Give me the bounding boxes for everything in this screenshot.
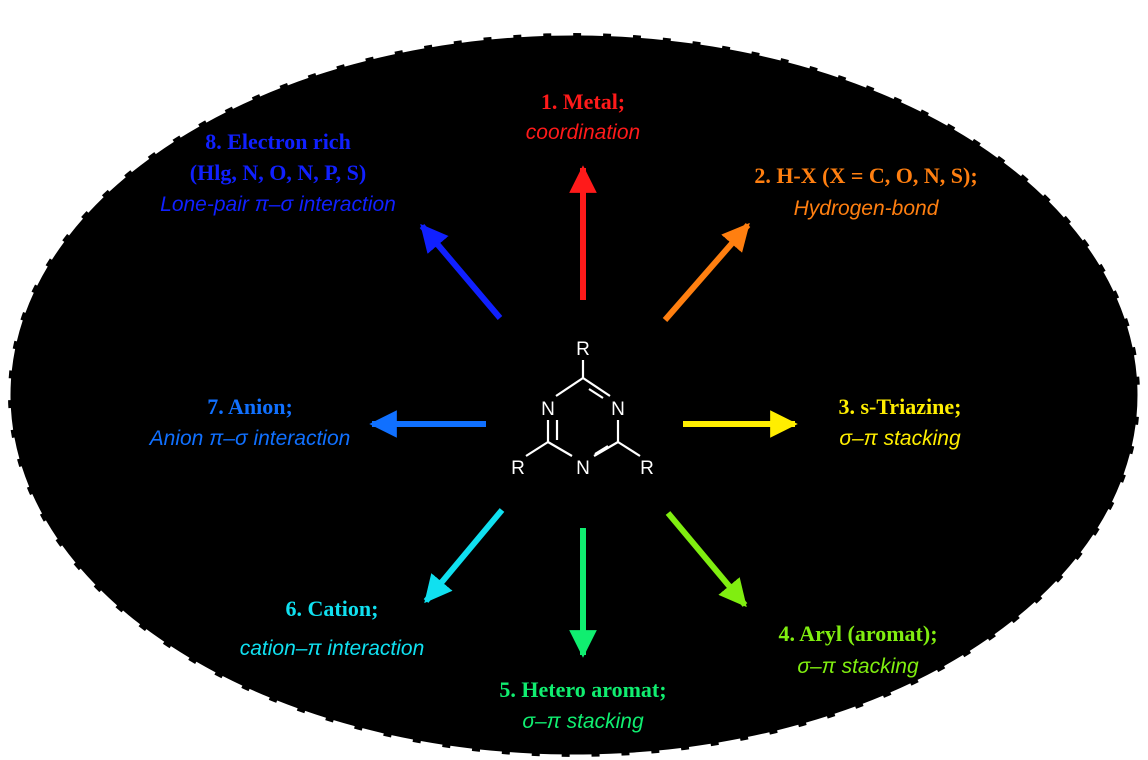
arrow-electron-rich <box>419 223 503 320</box>
label-s-triazine-title: 3. s-Triazine; <box>838 394 961 419</box>
bond <box>593 441 619 457</box>
interaction-labels: 1. Metal; coordination 2. H-X (X = C, O,… <box>148 89 978 733</box>
atom-n-upper-right: N <box>611 399 625 420</box>
label-metal-title: 1. Metal; <box>541 89 625 114</box>
label-s-triazine-subtitle: σ–π stacking <box>839 427 961 450</box>
label-electron-rich-title: 8. Electron rich <box>205 129 351 154</box>
label-hetero-aromat-subtitle: σ–π stacking <box>522 710 644 733</box>
arrow-aryl <box>665 511 748 608</box>
label-hydrogen-bond-title: 2. H-X (X = C, O, N, S); <box>754 163 977 188</box>
label-anion-subtitle: Anion π–σ interaction <box>148 427 351 450</box>
label-electron-rich-title-line2: (Hlg, N, O, N, P, S) <box>190 160 366 185</box>
bond <box>547 441 573 457</box>
double-bond-inner <box>588 388 604 399</box>
atom-n-bottom: N <box>576 458 590 479</box>
atom-r-right: R <box>640 458 654 479</box>
bond <box>617 441 641 457</box>
bond <box>555 377 584 397</box>
atom-r-left: R <box>511 458 525 479</box>
triazine-molecule: R N N N R R <box>511 339 654 479</box>
arrow-hydrogen-bond <box>662 222 751 322</box>
dashed-ellipse-border <box>5 30 1143 760</box>
label-cation-subtitle: cation–π interaction <box>240 637 425 660</box>
bond <box>525 441 549 457</box>
label-aryl-subtitle: σ–π stacking <box>797 655 919 678</box>
label-hydrogen-bond-subtitle: Hydrogen-bond <box>794 197 940 220</box>
background-ellipse <box>8 33 1140 757</box>
interaction-arrows <box>369 165 798 658</box>
label-electron-rich-subtitle: Lone-pair π–σ interaction <box>160 193 396 216</box>
label-anion-title: 7. Anion; <box>207 394 293 419</box>
label-metal-subtitle: coordination <box>526 121 640 144</box>
double-bond-inner <box>594 445 609 455</box>
label-hetero-aromat-title: 5. Hetero aromat; <box>499 677 666 702</box>
atom-n-upper-left: N <box>541 399 555 420</box>
label-cation-title: 6. Cation; <box>286 596 379 621</box>
arrow-cation <box>423 508 505 604</box>
label-aryl-title: 4. Aryl (aromat); <box>778 621 937 646</box>
atom-r-top: R <box>576 339 590 360</box>
bond <box>582 377 611 397</box>
